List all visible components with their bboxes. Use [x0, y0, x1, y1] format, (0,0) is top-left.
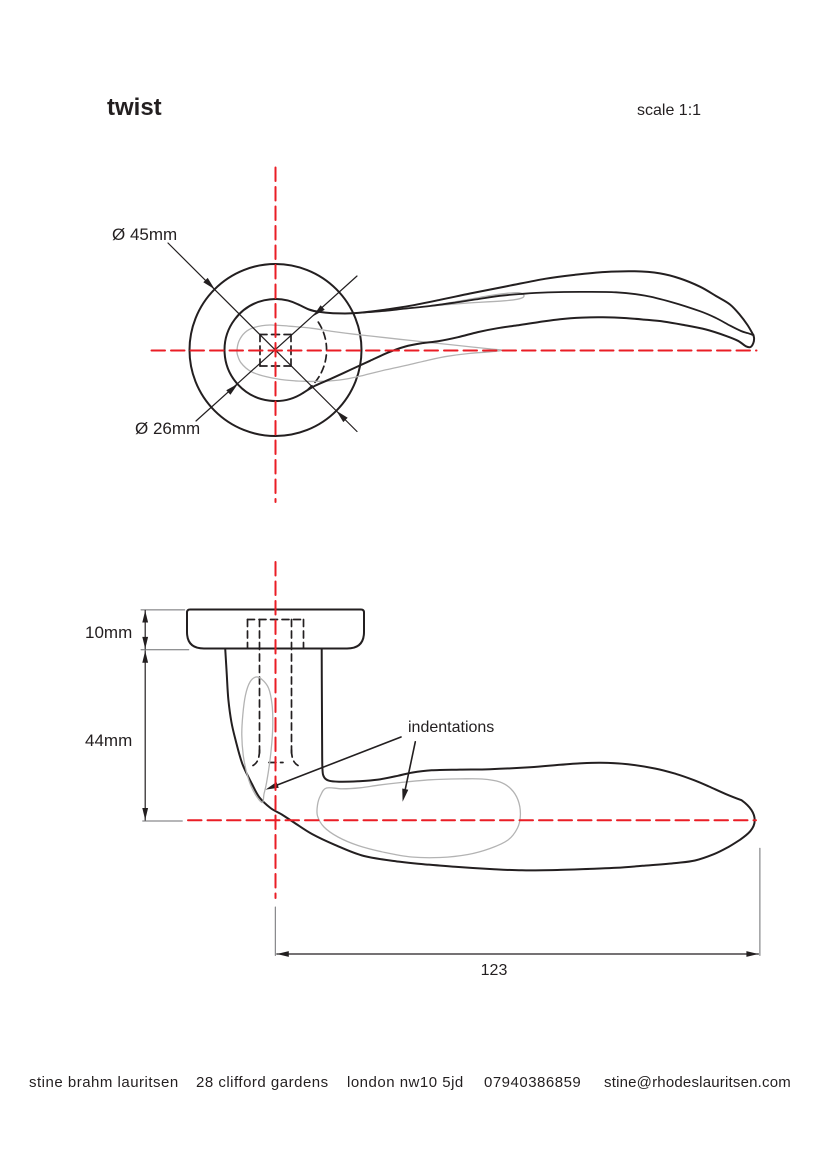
dim-length-arrow-right: [746, 951, 759, 957]
footer-email: stine@rhodeslauritsen.com: [604, 1074, 791, 1091]
inner-diameter-label: Ø 26mm: [135, 419, 201, 438]
lever-side-outline: [224, 647, 756, 872]
page-title: twist: [107, 94, 162, 121]
indentation-leader-line-2: [404, 740, 417, 792]
dim-height-arrow-bottom: [142, 808, 149, 820]
dim-height: [142, 650, 183, 822]
indentation-contour-neck-side: [241, 676, 274, 804]
hub-circle-solid-arc: [223, 298, 305, 403]
dim-rose-thickness-arrow-top: [142, 610, 149, 623]
dim-length: [274, 847, 761, 957]
scale-label: scale 1:1: [637, 102, 702, 119]
spindle-hole-bottom-left: [252, 749, 261, 767]
rose-thickness-label: 10mm: [85, 623, 133, 642]
indentation-contour-underside-plan: [236, 324, 503, 383]
indentation-contour-top-plan: [432, 291, 525, 307]
dim-outer-diameter-line: [167, 242, 358, 433]
footer-phone: 07940386859: [484, 1074, 582, 1091]
indentation-leaders: [265, 736, 417, 802]
dim-rose-thickness-arrow-bottom: [142, 636, 149, 649]
footer-street: 28 clifford gardens: [196, 1074, 329, 1091]
dim-inner-diameter-arrow-upper: [313, 305, 325, 317]
dim-outer-diameter-arrow-lower: [336, 410, 348, 423]
outer-diameter-label: Ø 45mm: [112, 225, 178, 244]
spindle-hole-bottom-right: [290, 749, 299, 767]
dim-rose-thickness: [140, 609, 190, 651]
indentation-leader-line-1: [274, 736, 402, 787]
side-view: [140, 561, 761, 957]
length-label: 123: [480, 962, 508, 979]
dim-outer-diameter: [167, 242, 358, 433]
indentation-leader-arrow-2: [402, 788, 409, 802]
blade-top-outline: [297, 270, 755, 337]
footer-city: london nw10 5jd: [347, 1074, 464, 1091]
indentations-label: indentations: [408, 719, 495, 736]
footer-name: stine brahm lauritsen: [29, 1074, 179, 1091]
plan-view: [150, 166, 758, 503]
height-label: 44mm: [85, 731, 133, 750]
hub-circle-hidden-arc: [307, 321, 328, 390]
blade-bottom-outline: [302, 316, 756, 394]
dim-length-arrow-left: [276, 951, 289, 957]
indentation-contour-lever-side: [316, 778, 522, 859]
dim-outer-diameter-arrow-upper: [203, 277, 215, 290]
dim-inner-diameter-arrow-lower: [226, 383, 238, 395]
blade-twist-edge: [361, 290, 755, 337]
dim-height-arrow-top: [142, 650, 149, 663]
